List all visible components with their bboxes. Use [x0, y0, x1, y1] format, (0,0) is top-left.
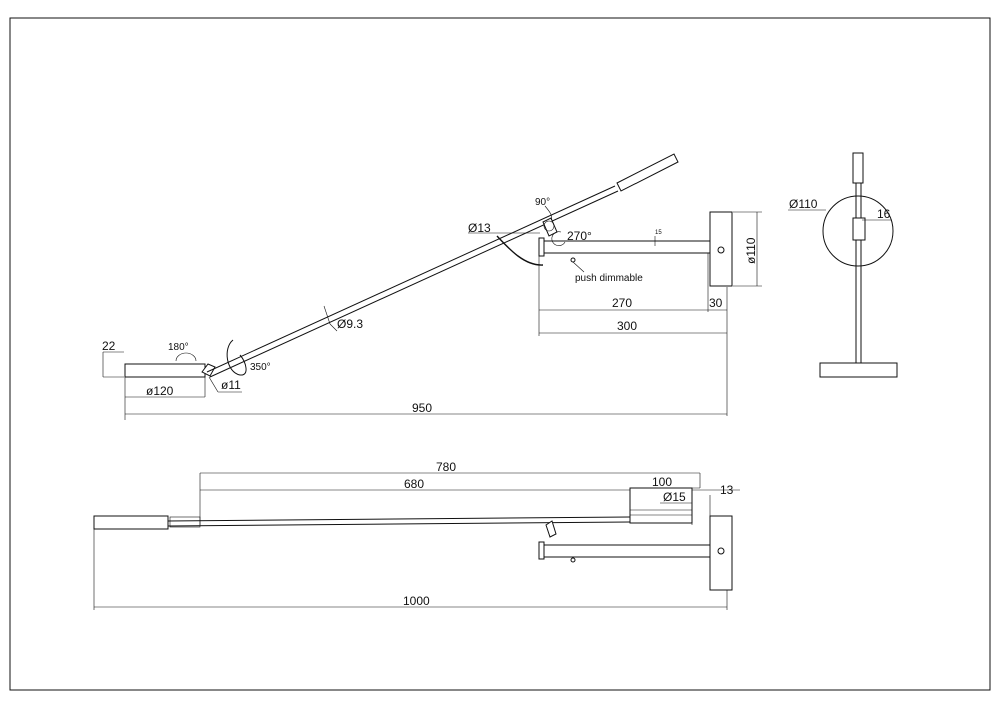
wall-plate: [709, 211, 733, 287]
dim-head-depth: 16: [877, 207, 891, 221]
dim-base-rotation: 180°: [168, 342, 189, 353]
end-view-head: [852, 152, 864, 184]
base-rotation-arc: [175, 352, 197, 362]
dim-base-height: 22: [102, 339, 116, 353]
dim-plate-diameter: ø110: [744, 237, 758, 264]
push-dimmable-note: push dimmable: [575, 273, 643, 284]
dim-plate-thickness: 30: [709, 296, 723, 310]
dim-small-mark: 15: [655, 230, 662, 236]
dim-rod-diameter: Ø9.3: [337, 317, 363, 331]
dim-wall-offset: 13: [720, 483, 734, 497]
top-view-pivot: [545, 520, 557, 538]
dim-arm-tilt: 90°: [535, 197, 550, 208]
top-view-button: [570, 557, 576, 563]
top-view-screw: [717, 547, 725, 555]
top-view-rod-lower: [167, 521, 631, 527]
end-view: Ø110 16: [788, 152, 898, 378]
wall-bracket-arm: [539, 240, 711, 254]
top-view-rod-upper: [167, 516, 631, 522]
lamp-head: [616, 153, 679, 192]
dim-offset-100: 100: [652, 475, 672, 489]
pivot-rotation-arc: [551, 231, 566, 246]
top-view-wall-plate: [709, 515, 733, 591]
top-view-bracket: [538, 544, 712, 558]
dim-overall-length: 950: [412, 401, 432, 415]
drawing-frame: [9, 17, 991, 691]
rod-diameter-tick: [323, 305, 331, 325]
dimmer-button[interactable]: [570, 257, 576, 263]
head-disc: [822, 195, 894, 267]
dim-top-overall: 1000: [403, 594, 430, 608]
dim-bracket-length: 270: [612, 296, 632, 310]
arm-rotation-arc: [226, 339, 247, 376]
base-disc: [124, 363, 206, 378]
dim-pivot-diameter: Ø13: [468, 221, 491, 235]
top-view-head: [93, 515, 169, 530]
dim-joint-diameter: ø11: [221, 378, 241, 392]
top-view: 780 680 100 Ø15 13 1000: [93, 460, 740, 610]
dim-tube-diameter: Ø15: [663, 490, 686, 504]
dim-span-680: 680: [404, 477, 424, 491]
dim-base-diameter: ø120: [146, 384, 174, 398]
end-view-clamp: [852, 217, 866, 241]
tilt-arc: [544, 205, 552, 221]
bracket-end: [538, 237, 545, 257]
pivot-ring: [543, 220, 555, 232]
dim-pivot-rotation: 270°: [567, 229, 592, 243]
arm-rod: [206, 185, 616, 373]
arm-rod-edge: [209, 190, 619, 378]
base-joint: [201, 363, 216, 377]
dim-head-diameter: Ø110: [789, 197, 818, 211]
wall-plate-screw: [717, 246, 725, 254]
end-view-base: [819, 362, 898, 378]
pivot-joint: [542, 217, 558, 237]
dim-arm-rotation: 350°: [250, 362, 271, 373]
dim-span-780: 780: [436, 460, 456, 474]
top-view-bracket-end: [538, 541, 545, 560]
side-view: 22 180° ø120 350° ø11 Ø9.3 90° Ø13 270° …: [102, 153, 762, 420]
dim-bracket-total: 300: [617, 319, 637, 333]
power-cord: [496, 235, 544, 266]
rod-diameter-leader: [329, 323, 338, 332]
